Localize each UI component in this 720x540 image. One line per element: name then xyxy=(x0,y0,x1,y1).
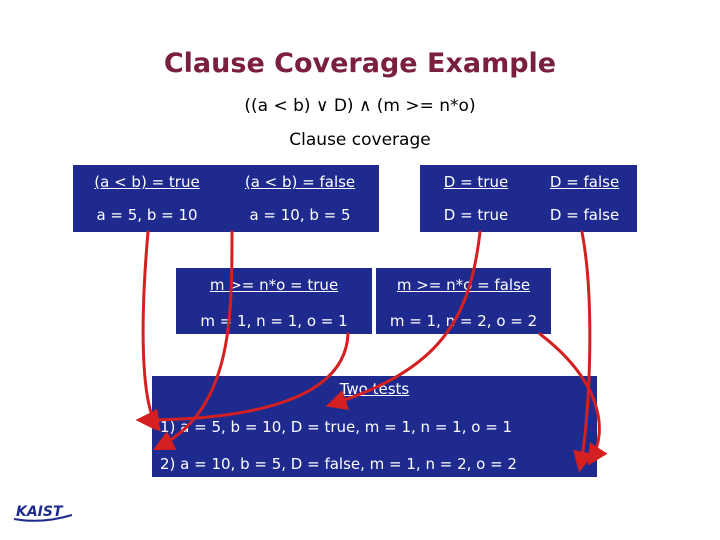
test-2: 2) a = 10, b = 5, D = false, m = 1, n = … xyxy=(160,455,517,473)
kaist-logo: KAIST xyxy=(13,504,73,522)
clause-values: D = true xyxy=(443,206,509,224)
clause-header: m >= n*o = false xyxy=(396,276,531,294)
clause-header: (a < b) = true xyxy=(94,173,200,191)
clause-header: (a < b) = false xyxy=(244,173,356,191)
arrow-ab-false-to-test2 xyxy=(152,230,234,451)
clause-header: m >= n*o = true xyxy=(209,276,339,294)
logo-text: KAIST xyxy=(16,504,64,520)
formula: ((a < b) ∨ D) ∧ (m >= n*o) xyxy=(244,96,476,116)
clause-values: D = false xyxy=(549,206,620,224)
clause-box-m-true: m >= n*o = true m = 1, n = 1, o = 1 xyxy=(176,268,372,334)
clause-values: a = 5, b = 10 xyxy=(96,206,198,224)
subtitle: Clause coverage xyxy=(289,130,431,150)
slide-title: Clause Coverage Example xyxy=(163,48,557,79)
clause-values: m = 1, n = 2, o = 2 xyxy=(389,312,538,330)
clause-box-ab-false: (a < b) = false a = 10, b = 5 xyxy=(221,165,379,232)
clause-box-ab-true: (a < b) = true a = 5, b = 10 xyxy=(73,165,221,232)
clause-box-d-false: D = false D = false xyxy=(532,165,637,232)
clause-box-d-true: D = true D = true xyxy=(420,165,532,232)
arrow-d-false-to-test2 xyxy=(573,230,594,473)
arrow-m-false-to-test2 xyxy=(538,332,608,466)
clause-values: a = 10, b = 5 xyxy=(249,206,351,224)
tests-box: Two tests 1) a = 5, b = 10, D = true, m … xyxy=(152,376,597,477)
arrow-d-true-to-test1 xyxy=(325,230,482,410)
clause-values: m = 1, n = 1, o = 1 xyxy=(200,312,348,330)
arrow-m-true-to-test1 xyxy=(135,332,350,431)
arrow-ab-true-to-test1 xyxy=(139,230,161,432)
test-1: 1) a = 5, b = 10, D = true, m = 1, n = 1… xyxy=(160,418,513,436)
clause-header: D = false xyxy=(549,173,620,191)
clause-header: D = true xyxy=(443,173,509,191)
